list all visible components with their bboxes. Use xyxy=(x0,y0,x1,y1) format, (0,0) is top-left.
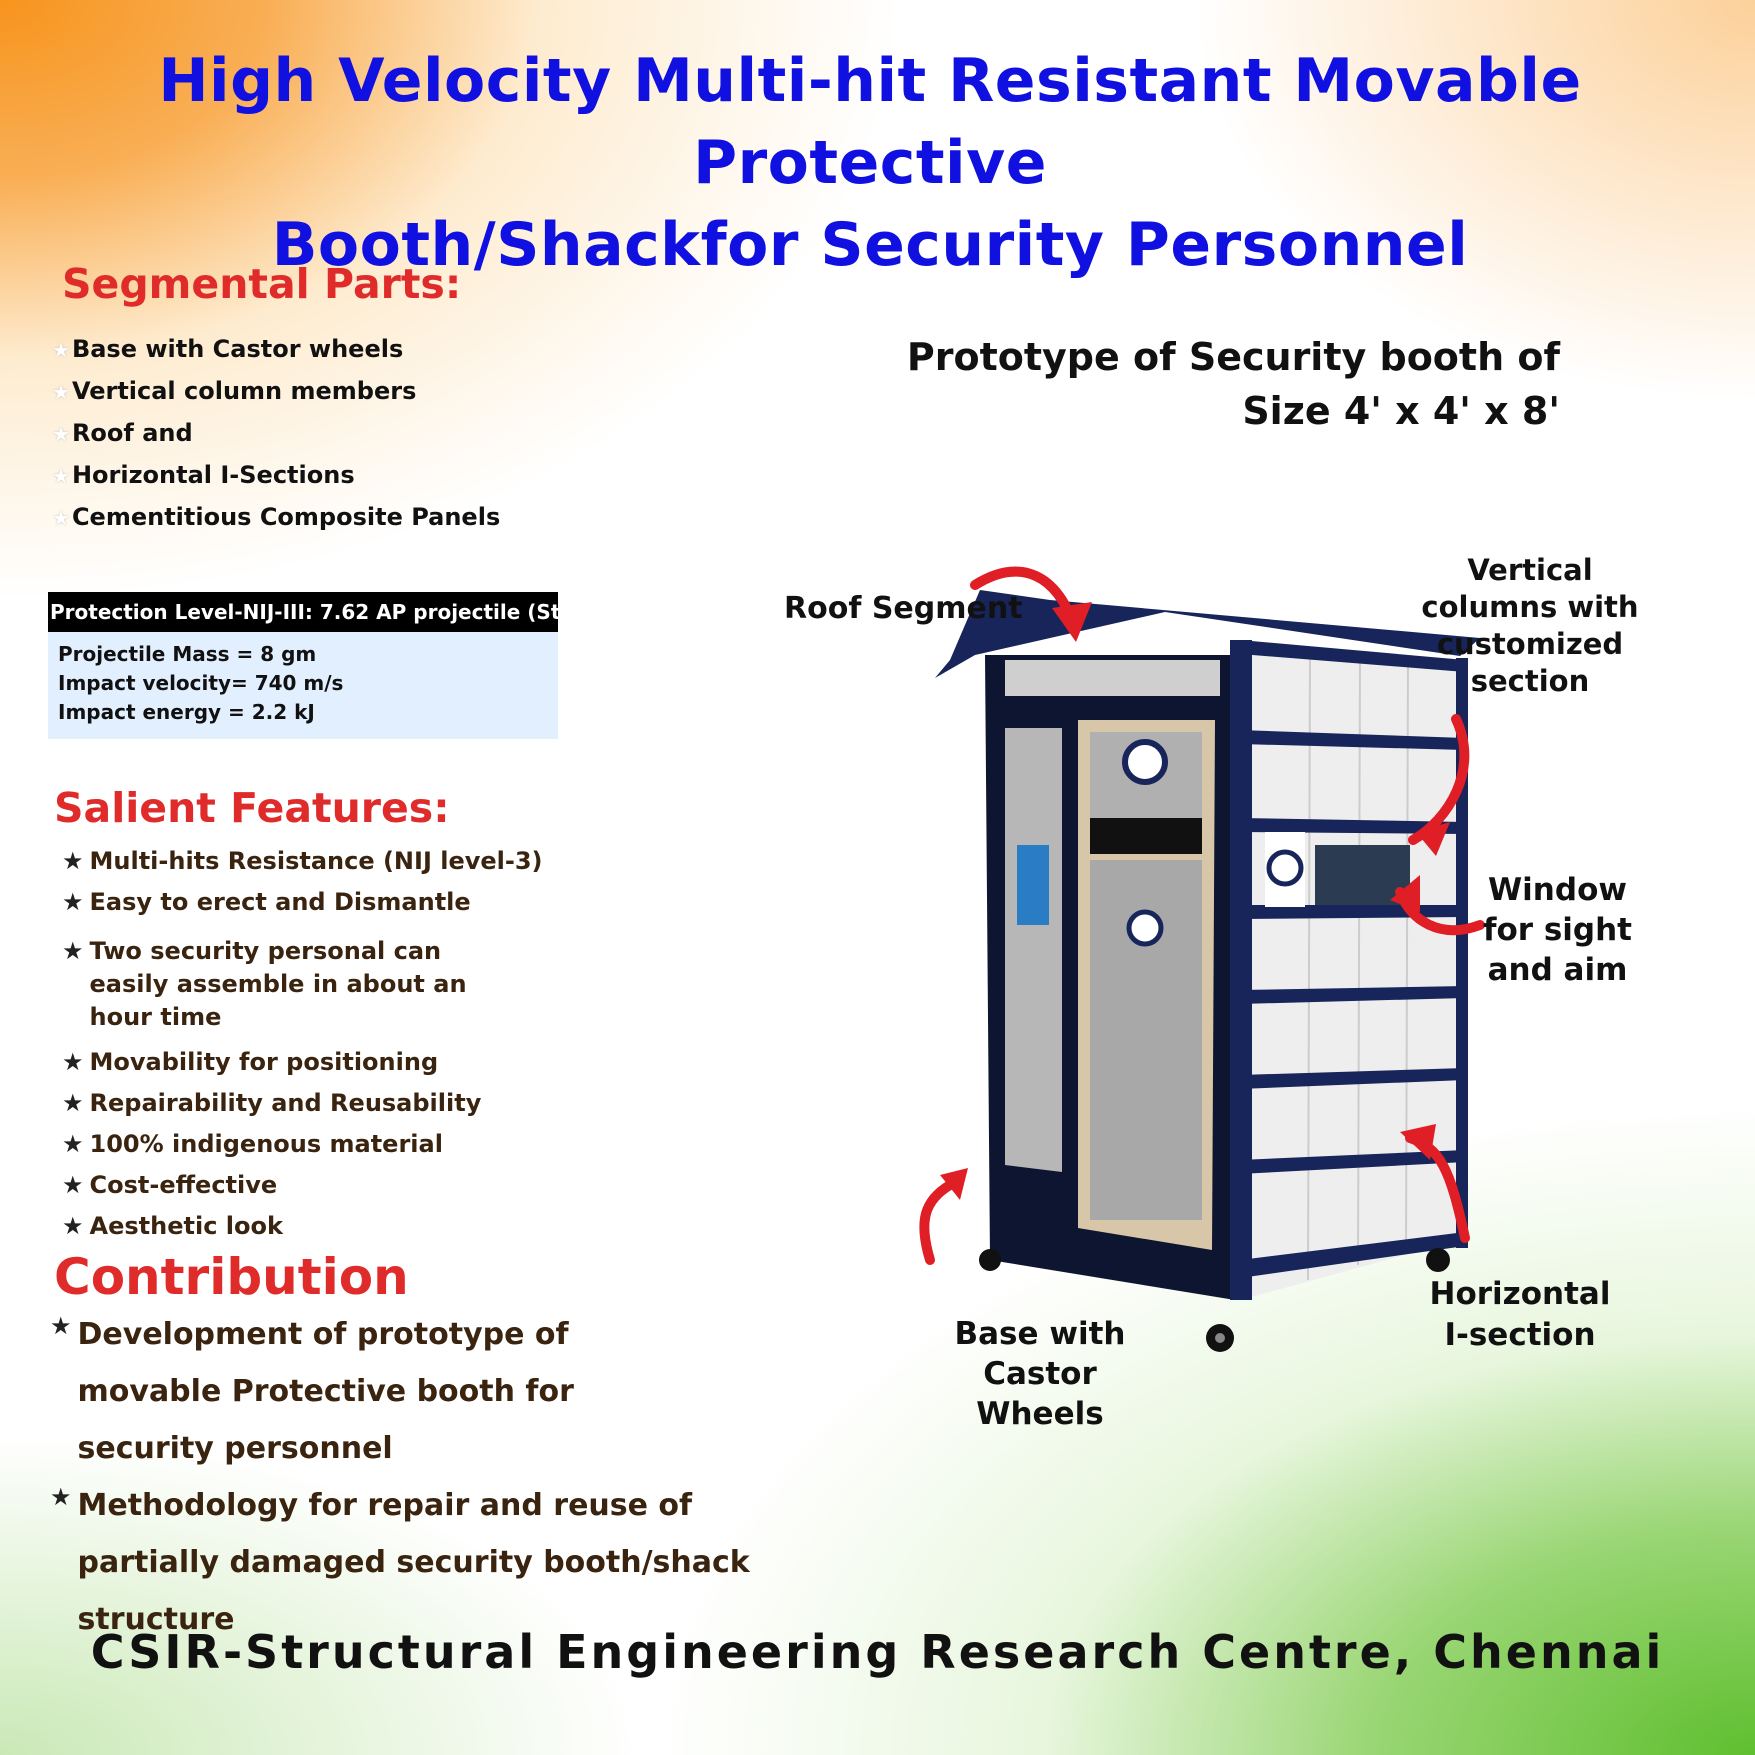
callout-horizontal-section: Horizontal I-section xyxy=(1429,1276,1611,1353)
list-item: ★Cost-effective xyxy=(62,1169,622,1202)
list-item: ★Two security personal can easily assemb… xyxy=(62,935,522,1034)
logo-icon xyxy=(1122,739,1168,785)
list-item: ★100% indigenous material xyxy=(62,1128,622,1161)
list-item: ★Roof and xyxy=(52,419,193,447)
segmental-list: ★Base with Castor wheels ★Vertical colum… xyxy=(52,328,500,538)
prototype-line-1: Prototype of Security booth of xyxy=(906,335,1560,379)
impact-energy: Impact energy = 2.2 kJ xyxy=(58,700,315,724)
booth-illustration xyxy=(919,566,1485,1352)
star-icon: ★ xyxy=(62,1130,84,1158)
salient-list: ★Multi-hits Resistance (NIJ level-3) ★Ea… xyxy=(62,845,622,1251)
star-icon: ★ xyxy=(62,1048,84,1076)
logo-icon xyxy=(1266,849,1304,887)
list-item: ★Easy to erect and Dismantle xyxy=(62,886,622,919)
projectile-mass: Projectile Mass = 8 gm xyxy=(58,642,317,666)
protection-box: Protection Level-NIJ-III: 7.62 AP projec… xyxy=(48,592,558,739)
segmental-heading: Segmental Parts: xyxy=(62,260,462,308)
list-item: ★Methodology for repair and reuse of par… xyxy=(50,1477,780,1648)
star-icon: ★ xyxy=(52,506,70,530)
page-title: High Velocity Multi-hit Resistant Movabl… xyxy=(20,40,1720,286)
callout-roof-segment: Roof Segment xyxy=(784,591,1023,626)
side-window xyxy=(1315,845,1410,905)
door-window-slot xyxy=(1090,818,1202,854)
title-line-2: Booth/Shackfor Security Personnel xyxy=(271,210,1469,280)
base-arrow-icon xyxy=(919,1180,955,1265)
title-line-1: High Velocity Multi-hit Resistant Movabl… xyxy=(158,46,1582,198)
contribution-list: ★Development of prototype of movable Pro… xyxy=(50,1306,780,1648)
front-poster xyxy=(1017,845,1049,925)
star-icon: ★ xyxy=(50,1483,72,1511)
star-icon: ★ xyxy=(62,888,84,916)
list-item: ★Multi-hits Resistance (NIJ level-3) xyxy=(62,845,622,878)
star-icon: ★ xyxy=(62,847,84,875)
callout-window: Window for sight and aim xyxy=(1482,872,1633,988)
star-icon: ★ xyxy=(62,937,84,965)
footer-organization: CSIR-Structural Engineering Research Cen… xyxy=(90,1625,1665,1679)
star-icon: ★ xyxy=(62,1171,84,1199)
roof-vent-panel xyxy=(1005,660,1220,696)
list-item: ★Repairability and Reusability xyxy=(62,1087,622,1120)
salient-heading: Salient Features: xyxy=(54,784,450,832)
contribution-heading: Contribution xyxy=(54,1248,409,1306)
list-item: ★Horizontal I-Sections xyxy=(52,461,355,489)
roof-arrow-icon xyxy=(970,566,1075,620)
list-item: ★Development of prototype of movable Pro… xyxy=(50,1306,780,1477)
star-icon: ★ xyxy=(62,1212,84,1240)
prototype-size: Size 4' x 4' x 8' xyxy=(1242,389,1560,433)
arrow-heads xyxy=(940,602,1450,1200)
front-left-panel xyxy=(1005,728,1062,1172)
list-item: ★Vertical column members xyxy=(52,377,417,405)
protection-details: Projectile Mass = 8 gm Impact velocity= … xyxy=(48,632,558,739)
callout-vertical-columns: Vertical columns with customized section xyxy=(1421,553,1639,698)
list-item: ★Aesthetic look xyxy=(62,1210,622,1243)
impact-velocity: Impact velocity= 740 m/s xyxy=(58,671,344,695)
star-icon: ★ xyxy=(62,1089,84,1117)
list-item: ★Base with Castor wheels xyxy=(52,335,404,363)
protection-heading: Protection Level-NIJ-III: 7.62 AP projec… xyxy=(48,592,558,632)
castor-wheels xyxy=(979,1248,1450,1352)
list-item: ★Cementitious Composite Panels xyxy=(52,503,501,531)
prototype-title: Prototype of Security booth of Size 4' x… xyxy=(900,330,1565,438)
callout-base-castor: Base with Castor Wheels xyxy=(954,1316,1126,1432)
vertical-column xyxy=(1230,640,1252,1300)
logo-icon xyxy=(1126,909,1164,947)
star-icon: ★ xyxy=(52,338,70,362)
star-icon: ★ xyxy=(52,464,70,488)
star-icon: ★ xyxy=(52,380,70,404)
vertical-column xyxy=(1456,658,1468,1248)
list-item: ★Movability for positioning xyxy=(62,1046,622,1079)
side-logo-panel xyxy=(1265,832,1305,907)
star-icon: ★ xyxy=(50,1312,72,1340)
star-icon: ★ xyxy=(52,422,70,446)
